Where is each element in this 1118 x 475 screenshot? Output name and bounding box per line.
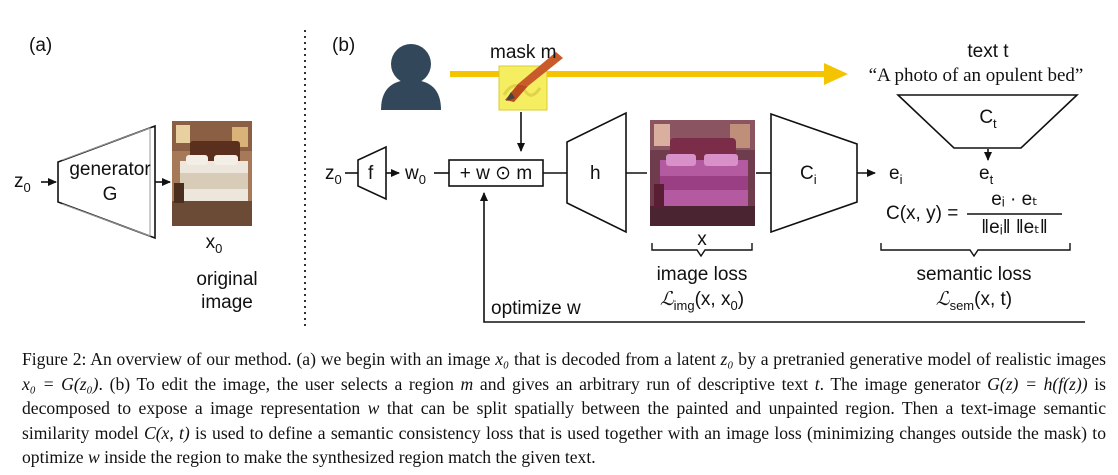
semantic-loss-formula: ℒsem(x, t) (935, 289, 1013, 313)
et-label: et (979, 163, 994, 187)
z0-label-a: z0 (14, 171, 31, 195)
similarity-brace (880, 243, 1071, 258)
similarity-numerator: eᵢ · eₜ (991, 189, 1038, 210)
text-label: text t (967, 41, 1009, 62)
h-synthesis-shape (566, 111, 627, 234)
generator-inner-border (61, 127, 151, 237)
image-loss-formula: ℒimg(x, x0) (659, 289, 745, 313)
figure-drawing (41, 30, 1085, 328)
text-encoder-shape (895, 94, 1080, 149)
optimize-feedback-arrow (480, 192, 1085, 323)
ei-label: ei (889, 163, 903, 187)
generator-label: generator G (69, 159, 151, 205)
z0-label-b: z0 (325, 163, 342, 187)
text-encoder-label: Ct (979, 107, 997, 131)
h-label: h (590, 163, 601, 184)
similarity-denominator: ‖eᵢ‖ ‖eₜ‖ (981, 217, 1048, 238)
image-loss-label: image loss (656, 264, 748, 285)
original-image-caption: original image (196, 269, 258, 313)
semantic-loss-label: semantic loss (916, 264, 1032, 285)
mask-label: mask m (490, 42, 557, 63)
original-image (172, 121, 252, 226)
panel-a-tag: (a) (29, 35, 53, 56)
x0-label-a: x0 (205, 232, 223, 256)
mask-brush-icon (498, 52, 563, 111)
user-to-text-arrow-head (824, 63, 848, 85)
optimize-label: optimize w (491, 298, 581, 319)
figure-caption: Figure 2: An overview of our method. (a)… (22, 349, 1106, 467)
image-encoder-shape (770, 112, 858, 234)
f-mapping-shape (357, 145, 387, 201)
user-icon (381, 44, 441, 110)
panel-b-tag: (b) (332, 35, 356, 56)
figure: (a) z0 generator G x0 original image (b)… (14, 30, 1085, 328)
w0-label: w0 (405, 163, 426, 187)
x-label: x (697, 229, 707, 250)
similarity-lhs: C(x, y) = (886, 203, 959, 224)
image-encoder-label: Ci (800, 163, 817, 187)
mask-mix-label: + w ⊙ m (459, 163, 533, 184)
image-brace (651, 243, 753, 258)
text-prompt: “A photo of an opulent bed” (868, 65, 1084, 86)
f-label: f (368, 163, 374, 184)
edited-image (650, 120, 755, 226)
